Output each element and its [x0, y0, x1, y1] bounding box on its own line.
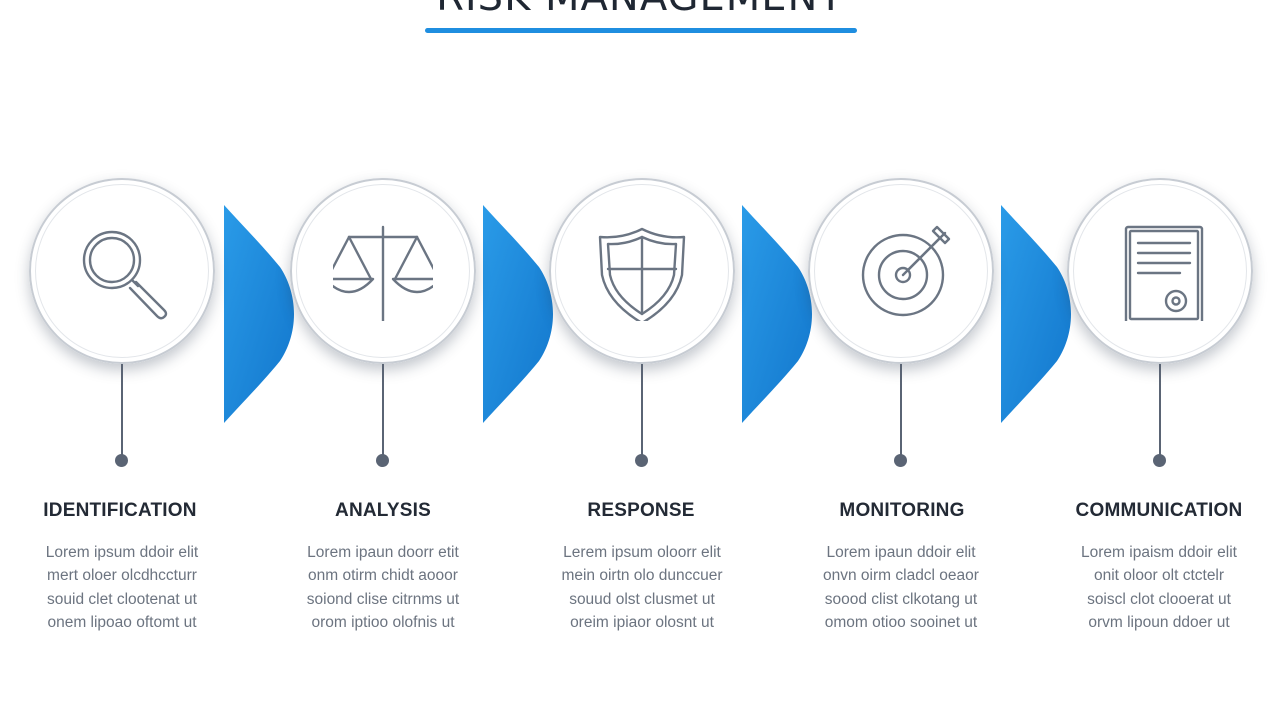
- description-line: soood clist clkotang ut: [824, 590, 978, 608]
- connector-line: [382, 364, 384, 456]
- step-label-monitoring: MONITORING: [839, 500, 965, 521]
- connector-dot: [894, 454, 907, 467]
- description-line: Lorem ipaun ddoir elit: [826, 544, 976, 561]
- description-line: Lorem ipaun doorr etit: [307, 544, 459, 561]
- title-underline: [425, 28, 857, 33]
- connector-line: [1159, 364, 1161, 456]
- description-line: Lerem ipsum oloorr elit: [563, 544, 721, 561]
- description-line: souud olst clusmet ut: [569, 590, 715, 608]
- step-description: Lerem ipsum oloorr elit mein oirtn olo d…: [522, 541, 762, 634]
- circle-ring: [1073, 184, 1247, 358]
- step-circle-identification: [29, 178, 215, 364]
- connector-dot: [1153, 454, 1166, 467]
- chevron-arrow-2: [481, 205, 553, 423]
- target-icon: [861, 225, 951, 317]
- step-label-response: RESPONSE: [587, 500, 695, 521]
- description-line: orvm lipoun ddoer ut: [1088, 613, 1230, 631]
- magnifying-glass-icon: [82, 230, 168, 320]
- step-description: Lorem ipsum ddoir elit mert oloer olcdhc…: [2, 541, 242, 634]
- description-line: onit oloor olt ctctelr: [1093, 567, 1225, 585]
- connector-line: [121, 364, 123, 456]
- chevron-arrow-4: [999, 205, 1071, 423]
- step-circle-response: [549, 178, 735, 364]
- description-line: onm otirm chidt aooor: [308, 567, 458, 585]
- circle-ring: [814, 184, 988, 358]
- description-line: omom otioo sooinet ut: [824, 613, 978, 631]
- chevron-arrow-3: [740, 205, 812, 423]
- connector-line: [641, 364, 643, 456]
- step-circle-communication: [1067, 178, 1253, 364]
- step-label-analysis: ANALYSIS: [335, 500, 431, 521]
- step-label-identification: IDENTIFICATION: [43, 500, 197, 521]
- description-line: oreim ipiaor olosnt ut: [570, 613, 714, 631]
- description-line: orom iptioo olofnis ut: [311, 613, 455, 631]
- circle-ring: [296, 184, 470, 358]
- step-circle-monitoring: [808, 178, 994, 364]
- step-circle-analysis: [290, 178, 476, 364]
- page-title: RISK MANAGEMENT: [0, 0, 1280, 20]
- shield-icon: [598, 227, 686, 321]
- step-label-communication: COMMUNICATION: [1075, 500, 1243, 521]
- description-line: soiscl clot clooerat ut: [1087, 590, 1231, 608]
- document-icon: [1124, 225, 1204, 321]
- connector-dot: [115, 454, 128, 467]
- connector-dot: [376, 454, 389, 467]
- circle-ring: [35, 184, 209, 358]
- description-line: Lorem ipaism ddoir elit: [1081, 544, 1237, 561]
- description-line: Lorem ipsum ddoir elit: [45, 544, 199, 561]
- description-line: onvn oirm cladcl oeaor: [823, 567, 979, 585]
- description-line: soiond clise citrnms ut: [306, 590, 460, 608]
- step-description: Lorem ipaism ddoir elit onit oloor olt c…: [1039, 541, 1279, 634]
- circle-ring: [555, 184, 729, 358]
- step-description: Lorem ipaun doorr etit onm otirm chidt a…: [263, 541, 503, 634]
- description-line: souid clet clootenat ut: [47, 590, 197, 608]
- description-line: onem lipoao oftomt ut: [47, 613, 197, 631]
- description-line: mert oloer olcdhccturr: [47, 567, 197, 585]
- step-description: Lorem ipaun ddoir elit onvn oirm cladcl …: [781, 541, 1021, 634]
- connector-line: [900, 364, 902, 456]
- scales-icon: [333, 225, 433, 321]
- description-line: mein oirtn olo dunccuer: [561, 567, 723, 585]
- connector-dot: [635, 454, 648, 467]
- chevron-arrow-1: [222, 205, 294, 423]
